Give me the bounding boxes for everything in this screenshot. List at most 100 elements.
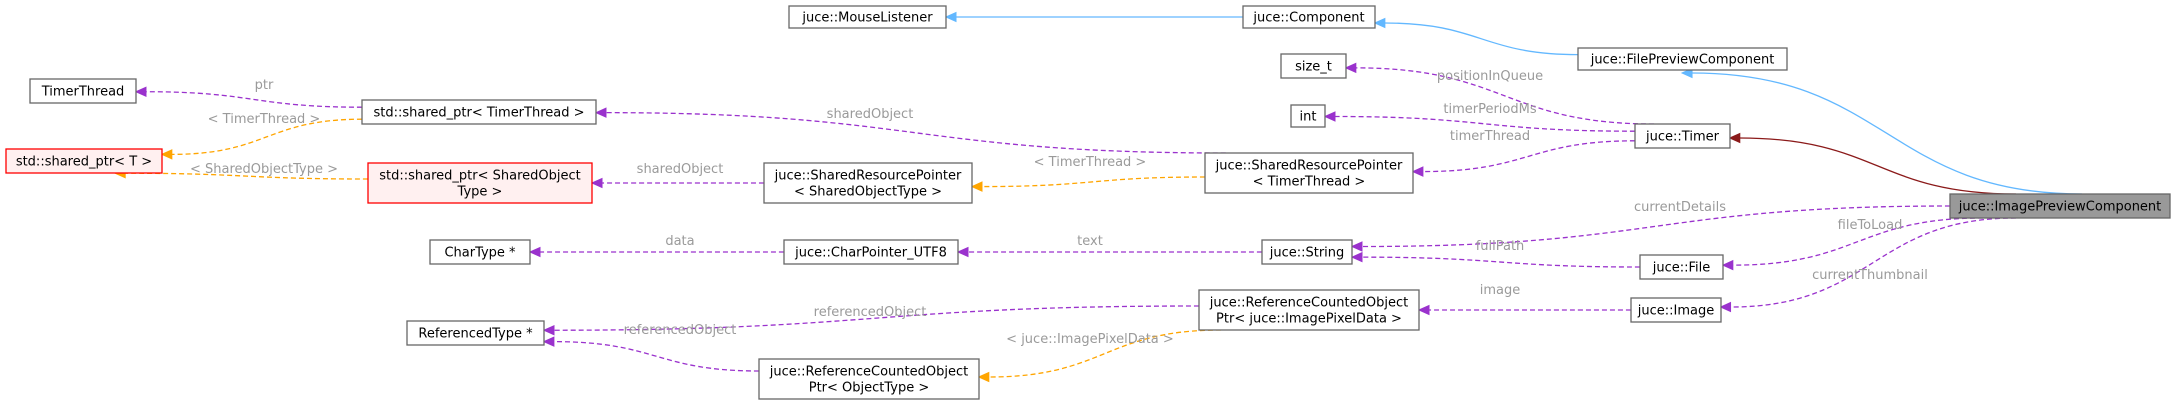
edge-arrowhead — [542, 336, 555, 347]
edge-label: currentThumbnail — [1812, 268, 1928, 283]
edge-line — [1361, 256, 1641, 268]
edge-arrowhead — [1350, 251, 1363, 263]
edge-timer-thread: timerThread — [1411, 129, 1636, 177]
node-string[interactable]: juce::String — [1261, 239, 1353, 265]
edge-arrowhead — [977, 371, 990, 383]
node-label: < TimerThread > — [1253, 175, 1366, 190]
node-shared-resource-pointer-timer[interactable]: juce::SharedResourcePointer< TimerThread… — [1204, 152, 1414, 194]
node-timer-thread[interactable]: TimerThread — [29, 78, 137, 104]
edge-component-to-mouse-listener — [944, 11, 1243, 23]
node-label: ReferencedType * — [418, 327, 533, 342]
edge-image-preview-to-file-preview — [1680, 67, 2083, 195]
edge-label: sharedObject — [827, 107, 914, 122]
node-shared-ptr-t[interactable]: std::shared_ptr< T > — [5, 148, 163, 174]
edge-label: positionInQueue — [1437, 69, 1543, 84]
node-timer[interactable]: juce::Timer — [1634, 123, 1731, 149]
node-label: Ptr< ObjectType > — [809, 381, 930, 396]
node-file-preview-component[interactable]: juce::FilePreviewComponent — [1577, 47, 1788, 71]
edge-image-preview-to-timer — [1728, 132, 2017, 195]
node-mouse-listener[interactable]: juce::MouseListener — [788, 5, 947, 29]
node-label: Type > — [457, 185, 503, 200]
node-label: juce::MouseListener — [801, 11, 933, 26]
edge-arrowhead — [1719, 301, 1732, 313]
node-image-preview-component[interactable]: juce::ImagePreviewComponent — [1949, 193, 2171, 219]
node-label: juce::SharedResourcePointer — [1215, 159, 1403, 174]
edge-utf8-data: data — [528, 234, 784, 258]
edge-label: timerPeriodMs — [1443, 102, 1536, 117]
node-box — [1198, 289, 1420, 331]
edge-file-preview-to-component — [1373, 17, 1579, 56]
edge-line — [553, 340, 760, 372]
edge-label: ptr — [255, 78, 274, 93]
node-box — [367, 162, 593, 204]
node-component[interactable]: juce::Component — [1242, 5, 1376, 29]
edge-label: < juce::ImagePixelData > — [1006, 332, 1174, 347]
edge-shared-ptr-ptr: ptr — [134, 78, 363, 108]
edge-line — [1334, 115, 1636, 132]
edge-line — [145, 91, 363, 108]
edge-arrowhead — [1350, 241, 1363, 252]
node-label: juce::FilePreviewComponent — [1590, 53, 1775, 68]
node-box — [1949, 193, 2171, 219]
edge-label: fullPath — [1476, 239, 1525, 254]
edge-file-full-path: fullPath — [1350, 239, 1641, 268]
node-referenced-type[interactable]: ReferencedType * — [406, 320, 545, 346]
node-box — [29, 78, 137, 104]
node-box — [1261, 239, 1353, 265]
node-shared-ptr-timer-thread[interactable]: std::shared_ptr< TimerThread > — [361, 99, 597, 125]
edge-line — [1732, 217, 1984, 266]
node-label: CharType * — [444, 246, 516, 261]
node-label: Ptr< juce::ImagePixelData > — [1216, 312, 1402, 327]
node-box — [5, 148, 163, 174]
node-int[interactable]: int — [1290, 104, 1326, 128]
edge-arrowhead — [1417, 304, 1430, 316]
node-box — [1204, 152, 1414, 194]
edge-arrowhead — [1373, 17, 1386, 29]
node-size-t[interactable]: size_t — [1280, 53, 1347, 79]
node-shared-ptr-shared-object[interactable]: std::shared_ptr< SharedObjectType > — [367, 162, 593, 204]
node-box — [788, 5, 947, 29]
node-label: juce::Component — [1252, 11, 1364, 26]
edge-line — [553, 305, 1200, 331]
node-label: juce::ReferenceCountedObject — [1209, 296, 1408, 311]
node-char-pointer-utf8[interactable]: juce::CharPointer_UTF8 — [783, 239, 959, 265]
edge-label: data — [665, 234, 694, 249]
node-shared-resource-pointer-type[interactable]: juce::SharedResourcePointer< SharedObjec… — [763, 162, 973, 204]
edge-current-details: currentDetails — [1350, 200, 1951, 252]
edge-line — [1361, 205, 1951, 248]
node-label: juce::ReferenceCountedObject — [769, 365, 968, 380]
edge-arrowhead — [944, 11, 957, 23]
node-char-type[interactable]: CharType * — [429, 239, 531, 265]
edge-line — [171, 118, 363, 156]
node-label: juce::String — [1269, 246, 1345, 261]
node-box — [1634, 123, 1731, 149]
edge-line — [1422, 140, 1636, 173]
edge-timer-period-ms: timerPeriodMs — [1323, 102, 1636, 132]
edge-file-to-load: fileToLoad — [1721, 217, 1984, 271]
edge-arrowhead — [590, 177, 603, 189]
node-box — [1577, 47, 1788, 71]
edge-rco-pixel-template: < juce::ImagePixelData > — [977, 329, 1222, 383]
edge-label: < TimerThread > — [208, 112, 321, 127]
edge-rco-pixel-referenced-object: referencedObject — [542, 305, 1200, 336]
edge-srp-type-shared-object: sharedObject — [590, 162, 764, 189]
edge-label: < SharedObjectType > — [190, 162, 338, 177]
edge-srp-timer-template: < TimerThread > — [970, 155, 1206, 192]
edge-arrowhead — [528, 246, 541, 258]
node-label: std::shared_ptr< T > — [16, 155, 152, 170]
node-image[interactable]: juce::Image — [1630, 297, 1722, 323]
edge-label: referencedObject — [624, 323, 737, 338]
edge-arrowhead — [542, 324, 555, 336]
edge-label: text — [1077, 234, 1103, 249]
edge-image-image: image — [1417, 283, 1631, 316]
edge-timer-position-in-queue: positionInQueue — [1344, 62, 1655, 125]
edge-line — [1384, 22, 1579, 56]
edge-line — [125, 172, 369, 180]
node-file[interactable]: juce::File — [1639, 254, 1724, 280]
edge-arrowhead — [134, 86, 147, 97]
edge-shared-ptr-timer-template: < TimerThread > — [160, 112, 363, 160]
node-label: juce::Timer — [1645, 130, 1720, 145]
edge-arrowhead — [1721, 259, 1734, 271]
